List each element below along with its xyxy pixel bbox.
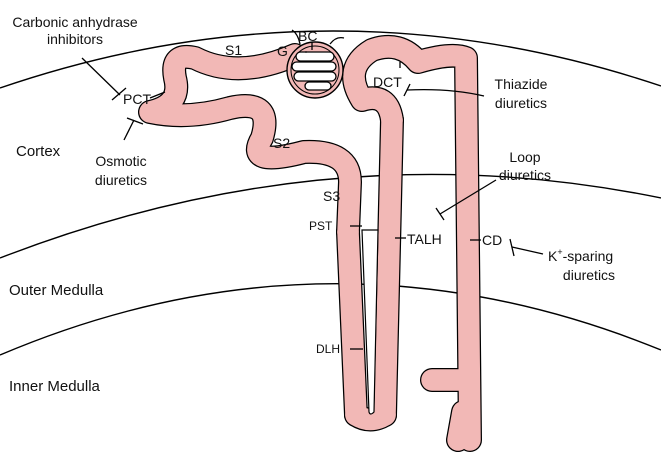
carbonic-anhydrase-label-line2: inhibitors — [47, 31, 103, 47]
segment-label-s1: S1 — [225, 42, 242, 58]
segment-label-talh: TALH — [407, 231, 442, 247]
segment-label-bc: BC — [298, 28, 317, 44]
k-sparing-label-line1: K+-sparing — [548, 247, 613, 264]
region-label-inner-medulla: Inner Medulla — [9, 378, 101, 395]
loop-label-line2: diuretics — [499, 167, 551, 183]
loop-label-line1: Loop — [509, 149, 540, 165]
region-label-cortex: Cortex — [16, 143, 61, 160]
segment-label-pct: PCT — [123, 91, 151, 107]
segment-label-cd: CD — [482, 232, 502, 248]
segment-label-dlh: DLH — [316, 342, 340, 356]
thiazide-label-line2: diuretics — [495, 95, 547, 111]
carbonic-anhydrase-label-line1: Carbonic anhydrase — [12, 14, 138, 30]
k-sparing-label-line2: diuretics — [563, 267, 615, 283]
osmotic-label-line2: diuretics — [95, 172, 147, 188]
thiazide-label-line1: Thiazide — [495, 76, 548, 92]
osmotic-label-line1: Osmotic — [95, 153, 146, 169]
region-label-outer-medulla: Outer Medulla — [9, 282, 104, 299]
segment-label-g: G — [277, 43, 288, 59]
segment-label-pst: PST — [309, 219, 333, 233]
segment-label-s2: S2 — [273, 135, 290, 151]
segment-label-s3: S3 — [323, 188, 340, 204]
segment-label-dct: DCT — [373, 74, 402, 90]
